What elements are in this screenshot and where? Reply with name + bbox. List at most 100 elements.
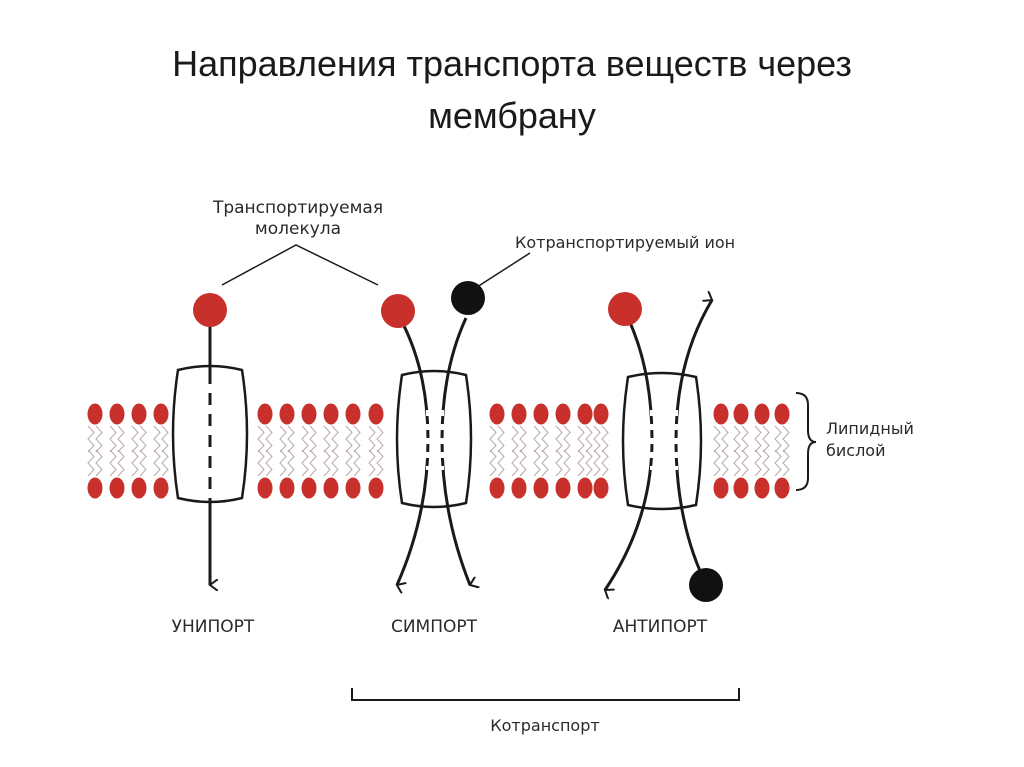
lipid-head xyxy=(511,477,527,499)
lipid-tail xyxy=(368,449,376,477)
lipid-bilayer xyxy=(87,403,790,499)
lipid-tail xyxy=(601,425,609,453)
antiport-pathway xyxy=(605,292,723,602)
lipid-tail xyxy=(301,449,309,477)
lipid-tail xyxy=(577,449,585,477)
lipid-head xyxy=(577,403,593,425)
lipid-tail xyxy=(733,449,741,477)
lipid-tail xyxy=(161,449,169,477)
lipid-tail xyxy=(511,449,519,477)
lipid-head xyxy=(131,477,147,499)
lipid-tail xyxy=(511,425,519,453)
lipid-tail xyxy=(287,449,295,477)
lipid-tail xyxy=(309,449,317,477)
lipid-tail xyxy=(139,425,147,453)
bilayer-brace xyxy=(795,392,817,491)
lipid-head xyxy=(279,403,295,425)
lipid-tail xyxy=(117,449,125,477)
lipid-head xyxy=(279,477,295,499)
label-antiport: АНТИПОРТ xyxy=(613,617,708,637)
lipid-head xyxy=(301,403,317,425)
lipid-tail xyxy=(257,449,265,477)
lipid-head xyxy=(593,403,609,425)
lipid-tail xyxy=(733,425,741,453)
lipid-tail xyxy=(762,425,770,453)
symport-protein xyxy=(395,369,473,509)
lipid-head xyxy=(774,403,790,425)
transported-molecule xyxy=(381,294,415,328)
lipid-tail xyxy=(279,425,287,453)
lipid-head xyxy=(754,477,770,499)
lipid-head xyxy=(109,403,125,425)
lipid-tail xyxy=(585,449,593,477)
lipid-tail xyxy=(95,425,103,453)
lipid-tail xyxy=(555,425,563,453)
label-bilayer-2: бислой xyxy=(826,441,885,460)
lipid-tail xyxy=(721,449,729,477)
lipid-tail xyxy=(265,449,273,477)
lipid-tail xyxy=(741,425,749,453)
lipid-head xyxy=(713,403,729,425)
lipid-tail xyxy=(109,449,117,477)
label-cotransport: Котранспорт xyxy=(490,716,599,735)
lipid-head xyxy=(733,477,749,499)
lipid-tail xyxy=(601,449,609,477)
lipid-head xyxy=(323,477,339,499)
lipid-head xyxy=(257,403,273,425)
lipid-tail xyxy=(376,449,384,477)
lipid-tail xyxy=(585,425,593,453)
lipid-head xyxy=(109,477,125,499)
lipid-head xyxy=(489,403,505,425)
lipid-tail xyxy=(774,449,782,477)
lipid-tail xyxy=(541,425,549,453)
lipid-tail xyxy=(287,425,295,453)
lipid-tail xyxy=(593,449,601,477)
lipid-tail xyxy=(489,425,497,453)
label-transported-molecule-1: Транспортируемая xyxy=(212,198,383,218)
lipid-head xyxy=(301,477,317,499)
lipid-head xyxy=(153,403,169,425)
lipid-head xyxy=(345,477,361,499)
lipid-tail xyxy=(323,449,331,477)
lipid-tail xyxy=(109,425,117,453)
lipid-tail xyxy=(754,425,762,453)
lipid-tail xyxy=(533,449,541,477)
title-line-1: Направления транспорта веществ через xyxy=(172,43,852,84)
lipid-tail xyxy=(345,425,353,453)
lipid-tail xyxy=(153,425,161,453)
lipid-tail xyxy=(376,425,384,453)
lipid-tail xyxy=(782,449,790,477)
lipid-head xyxy=(131,403,147,425)
lipid-head xyxy=(489,477,505,499)
lipid-head xyxy=(577,477,593,499)
lipid-tail xyxy=(353,425,361,453)
slide-title: Направления транспорта веществ через мем… xyxy=(0,38,1024,142)
lipid-tail xyxy=(721,425,729,453)
lipid-tail xyxy=(265,425,273,453)
lipid-head xyxy=(368,403,384,425)
lipid-tail xyxy=(782,425,790,453)
lipid-head xyxy=(533,477,549,499)
leader-lines xyxy=(221,244,531,288)
lipid-tail xyxy=(139,449,147,477)
lipid-tail xyxy=(131,425,139,453)
lipid-tail xyxy=(762,449,770,477)
cotransported-ion xyxy=(451,281,485,315)
lipid-tail xyxy=(257,425,265,453)
lipid-tail xyxy=(774,425,782,453)
lipid-head xyxy=(257,477,273,499)
lipid-tail xyxy=(87,449,95,477)
lipid-tail xyxy=(577,425,585,453)
lipid-head xyxy=(153,477,169,499)
lipid-head xyxy=(87,403,103,425)
lipid-head xyxy=(774,477,790,499)
uniport-protein xyxy=(171,364,249,504)
label-bilayer-1: Липидный xyxy=(826,419,914,438)
lipid-tail xyxy=(497,449,505,477)
lipid-head xyxy=(533,403,549,425)
lipid-head xyxy=(345,403,361,425)
uniport-pathway xyxy=(193,293,227,585)
lipid-tail xyxy=(331,425,339,453)
lipid-tail xyxy=(519,449,527,477)
lipid-tail xyxy=(541,449,549,477)
